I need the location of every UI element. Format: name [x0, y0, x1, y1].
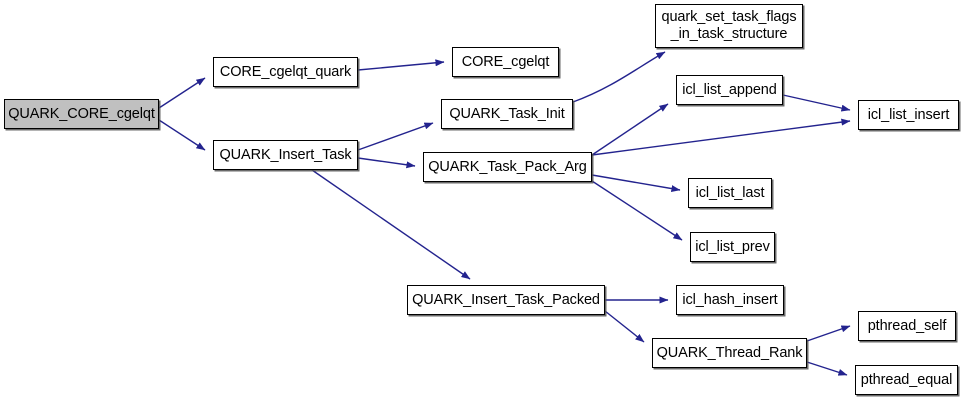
node-icl-list-prev[interactable]: icl_list_prev	[690, 232, 775, 262]
call-edge-quark-task-pack-arg-to-icl-list-prev	[591, 180, 683, 241]
node-icl-list-insert[interactable]: icl_list_insert	[858, 100, 959, 130]
node-label-quark-thread-rank: QUARK_Thread_Rank	[656, 344, 803, 361]
node-icl-list-append[interactable]: icl_list_append	[676, 75, 783, 105]
call-edge-quark-insert-task-to-quark-task-init	[357, 122, 434, 151]
node-label-icl-list-append: icl_list_append	[682, 81, 777, 98]
call-edge-quark-core-cgelqt-to-core-cgelqt-quark	[158, 77, 206, 109]
call-edge-quark-insert-task-packed-to-quark-thread-rank	[604, 310, 645, 343]
node-quark-insert-task-packed[interactable]: QUARK_Insert_Task_Packed	[407, 285, 605, 315]
node-label-quark-task-init: QUARK_Task_Init	[449, 105, 565, 122]
node-pthread-equal[interactable]: pthread_equal	[855, 365, 958, 395]
node-label-core-cgelqt-quark: CORE_cgelqt_quark	[219, 63, 352, 80]
node-label-pthread-equal: pthread_equal	[860, 371, 953, 388]
call-edge-quark-thread-rank-to-pthread-self	[806, 325, 851, 342]
node-quark-task-pack-arg[interactable]: QUARK_Task_Pack_Arg	[423, 152, 592, 182]
node-core-cgelqt[interactable]: CORE_cgelqt	[452, 47, 559, 77]
node-label-quark-core-cgelqt: QUARK_CORE_cgelqt	[8, 105, 155, 122]
node-core-cgelqt-quark[interactable]: CORE_cgelqt_quark	[213, 57, 358, 87]
node-icl-list-last[interactable]: icl_list_last	[688, 178, 772, 208]
node-label-quark-task-pack-arg: QUARK_Task_Pack_Arg	[428, 158, 587, 175]
call-edge-quark-insert-task-to-quark-insert-task-packed	[311, 169, 471, 280]
node-label-pthread-self: pthread_self	[867, 317, 947, 334]
node-label-icl-list-insert: icl_list_insert	[867, 106, 950, 123]
node-label-icl-hash-insert: icl_hash_insert	[682, 291, 778, 308]
call-edge-quark-core-cgelqt-to-quark-insert-task	[158, 119, 206, 151]
call-edge-quark-thread-rank-to-pthread-equal	[806, 361, 848, 376]
node-label-core-cgelqt: CORE_cgelqt	[461, 53, 550, 70]
node-quark-core-cgelqt[interactable]: QUARK_CORE_cgelqt	[4, 99, 159, 129]
call-edge-quark-insert-task-to-quark-task-pack-arg	[357, 157, 416, 169]
call-edge-core-cgelqt-quark-to-core-cgelqt	[357, 59, 445, 71]
node-icl-hash-insert[interactable]: icl_hash_insert	[676, 285, 784, 315]
call-edge-icl-list-append-to-icl-list-insert	[782, 94, 851, 112]
node-label-quark-insert-task-packed: QUARK_Insert_Task_Packed	[412, 291, 600, 308]
node-label-quark-set-task-flags-in-task-structure: quark_set_task_flags _in_task_structure	[661, 9, 797, 42]
call-edge-quark-task-pack-arg-to-icl-list-last	[591, 174, 681, 193]
node-label-quark-insert-task: QUARK_Insert_Task	[219, 146, 352, 163]
call-edge-quark-task-init-to-quark-set-task-flags-in-task-structure	[572, 51, 666, 103]
node-quark-insert-task[interactable]: QUARK_Insert_Task	[213, 140, 358, 170]
node-pthread-self[interactable]: pthread_self	[858, 311, 956, 341]
node-label-icl-list-last: icl_list_last	[695, 184, 765, 201]
node-quark-task-init[interactable]: QUARK_Task_Init	[441, 99, 573, 129]
node-label-icl-list-prev: icl_list_prev	[695, 238, 770, 255]
node-quark-set-task-flags-in-task-structure[interactable]: quark_set_task_flags _in_task_structure	[655, 4, 803, 48]
call-edge-quark-task-pack-arg-to-icl-list-append	[591, 103, 669, 156]
call-edge-quark-task-pack-arg-to-icl-list-insert	[591, 118, 851, 156]
node-quark-thread-rank[interactable]: QUARK_Thread_Rank	[652, 338, 807, 368]
